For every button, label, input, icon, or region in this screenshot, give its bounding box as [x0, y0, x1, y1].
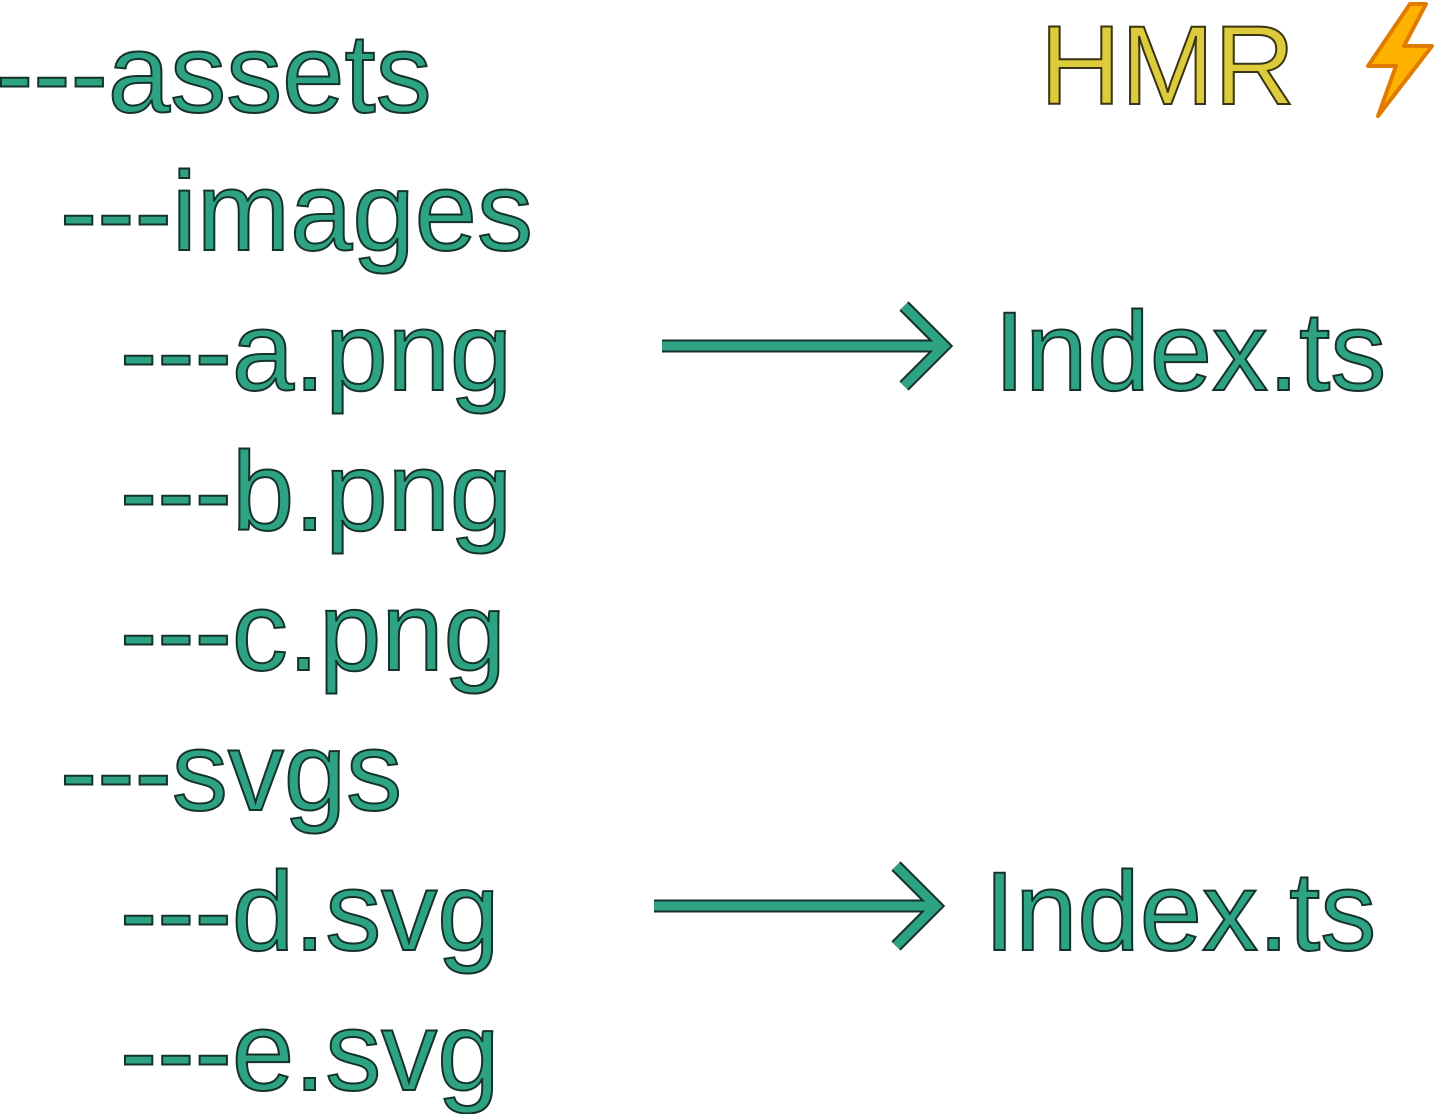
file-b-png: ---b.png — [119, 429, 513, 554]
file-c-png: ---c.png — [119, 569, 507, 694]
hmr-label: HMR — [1039, 3, 1296, 128]
folder-assets: ---assets — [0, 11, 433, 136]
arrow-d-to-index — [654, 861, 946, 951]
file-d-svg: ---d.svg — [119, 849, 501, 974]
file-a-png: ---a.png — [119, 289, 513, 414]
target-index-ts-2: Index.ts — [983, 849, 1377, 974]
arrow-a-to-index — [662, 301, 954, 391]
file-e-svg: ---e.svg — [119, 989, 501, 1114]
folder-images: ---images — [59, 149, 534, 274]
folder-svgs: ---svgs — [59, 709, 403, 834]
target-index-ts-1: Index.ts — [993, 289, 1387, 414]
lightning-icon — [1366, 2, 1434, 118]
